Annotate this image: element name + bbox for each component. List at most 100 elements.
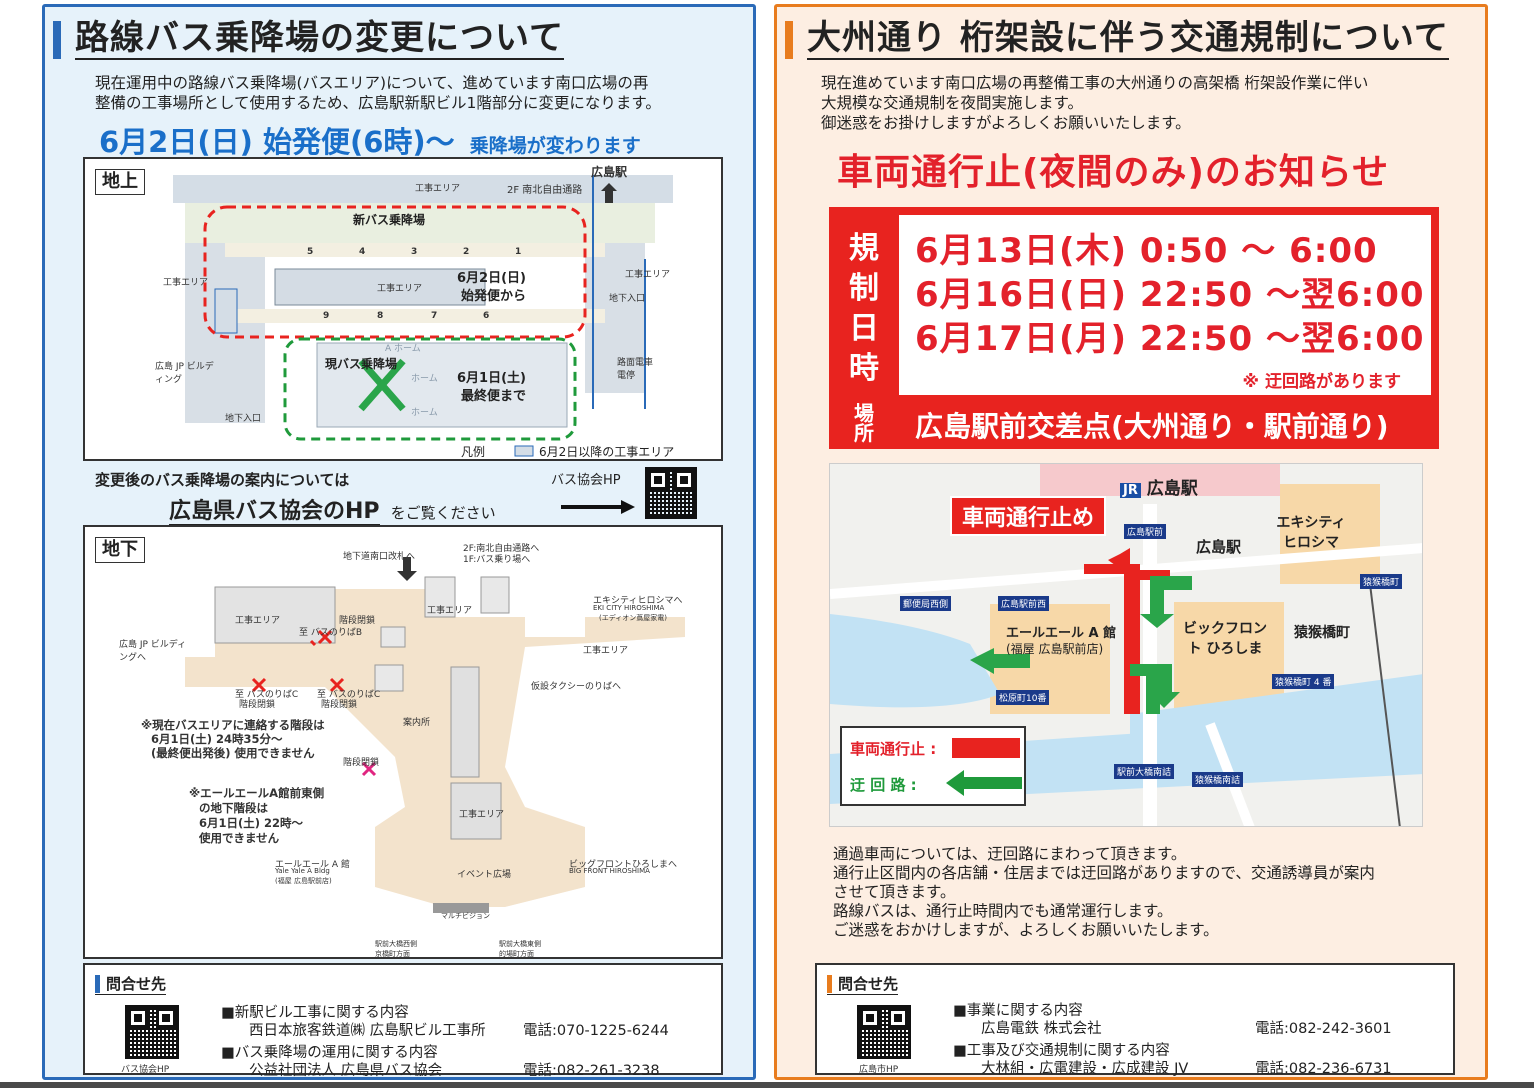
contact-phone[interactable]: 電話:082-242-3601 [1255, 1021, 1392, 1037]
place-label: 場所 [829, 403, 899, 443]
hp-notice-suffix: をご覧ください [390, 504, 496, 522]
date-heading: 6月2日(日) 始発便(6時)〜 [99, 125, 455, 159]
heading-marker [827, 974, 832, 993]
intro-line: 現在進めています南口広場の再整備工事の大州通りの高架橋 桁架設作業に伴い [821, 74, 1369, 92]
schedule-row: 6月16日(日) 22:50 〜翌6:00 [915, 275, 1425, 315]
work-area-label: 工事エリア [235, 616, 281, 626]
qr-label: 広島市HP [859, 1065, 899, 1075]
yale-stair-note: ※エールエールA館前東側 [189, 786, 325, 800]
contact-item-title: ■事業に関する内容 [953, 1003, 1083, 1019]
work-area-label: 工事エリア [427, 606, 473, 616]
bay-number: 1 [515, 247, 522, 257]
bus-association-hp-link[interactable]: 広島県バス協会のHP [169, 499, 380, 526]
right-contact-box: 問合せ先 広島市HP ■事業に関する内容 広島電鉄 株式会社 電話:082-24… [815, 963, 1455, 1077]
hp-label: バス協会HP [551, 473, 621, 488]
contact-org: 公益社団法人 広島県バス協会 [249, 1063, 443, 1079]
contact-org: 西日本旅客鉄道㈱ 広島駅ビル工事所 [249, 1023, 486, 1039]
left-contact-box: 問合せ先 バス協会HP ■新駅ビル工事に関する内容 西日本旅客鉄道㈱ 広島駅ビル… [83, 963, 723, 1079]
bus-association-qr-code[interactable] [645, 467, 697, 519]
south-gate-label: 地下道南口改札へ [343, 552, 416, 562]
heading-marker [95, 974, 100, 993]
qr-label: バス協会HP [121, 1065, 170, 1075]
yale-label: エールエール A 館 [1006, 626, 1117, 641]
info-desk-label: 案内所 [403, 718, 431, 728]
yale-sub-label: (福屋 広島駅前店) [1006, 642, 1104, 656]
new-stop-date: 始発便から [461, 289, 527, 304]
legend-detour-label: 迂 回 路 : [850, 776, 917, 794]
corridor-label: 2F 南北自由通路 [507, 185, 583, 196]
tram-stop-badge: 猿猴橋町 4 番 [1272, 674, 1335, 689]
yale-stair-note: の地下階段は [199, 801, 268, 815]
stair-closed-label: 階段閉鎖 [339, 616, 376, 626]
contact-org: 広島電鉄 株式会社 [981, 1021, 1102, 1037]
traffic-notes: 通過車両については、迂回路にまわって頂きます。 通行止区間内の各店舗・住居までは… [833, 845, 1375, 940]
contact-phone[interactable]: 電話:082-236-6731 [1255, 1061, 1392, 1077]
schedule-row: 6月17日(月) 22:50 〜翌6:00 [915, 319, 1425, 359]
stair-closed-label: 階段閉鎖 [239, 700, 276, 710]
work-area-label: 工事エリア [459, 810, 505, 820]
bigfront-direction: ビッグフロントひろしまへ [569, 860, 678, 870]
city-hp-qr-code[interactable] [857, 1005, 911, 1059]
traffic-restriction-panel: 大州通り 桁架設に伴う交通規制について 現在進めています南口広場の再整備工事の大… [774, 4, 1488, 1080]
closure-banner: 車両通行止め [950, 496, 1107, 536]
bay-number: 6 [483, 311, 490, 321]
to-bus-c-label: 至 バスのりばC [317, 690, 381, 700]
contact-item-title: ■新駅ビル工事に関する内容 [221, 1005, 409, 1021]
date-subheading: 乗降場が変わります [469, 135, 641, 157]
stair-closed-label: 階段閉鎖 [343, 758, 380, 768]
jr-station-label: JR 広島駅 [1120, 474, 1198, 499]
contact-item-title: ■バス乗降場の運用に関する内容 [221, 1045, 438, 1061]
note-line: ご迷惑をおかけしますが、よろしくお願いいたします。 [833, 921, 1219, 939]
stair-closure-note: (最終便出発後) 使用できません [151, 746, 315, 760]
platform-label: ホーム [411, 374, 438, 384]
bay-number: 8 [377, 311, 384, 321]
underground-entrance-label: 地下入口 [225, 414, 262, 424]
bay-number: 9 [323, 311, 330, 321]
tram-stop-badge: 広島駅前西 [998, 596, 1050, 611]
contact-phone[interactable]: 電話:070-1225-6244 [523, 1023, 669, 1039]
legend-closed-swatch [952, 738, 1020, 758]
underground-entrance-label: 地下入口 [609, 294, 646, 304]
title-marker [785, 20, 793, 59]
jp-building-direction: 広島 JP ビルディングへ [119, 640, 187, 663]
schedule-label-text: 規制日時 [849, 231, 879, 386]
left-title-text: 路線バス乗降場の変更について [75, 18, 564, 61]
contact-item-title: ■工事及び交通規制に関する内容 [953, 1043, 1170, 1059]
schedule-row: 6月13日(木) 0:50 〜 6:00 [915, 231, 1378, 271]
platform-label: ホーム [411, 408, 438, 418]
hp-notice-line: 変更後のバス乗降場の案内については [95, 471, 350, 489]
intro-line: 現在運用中の路線バス乗降場(バスエリア)について、進めています南口広場の再 [95, 74, 649, 92]
new-stop-date: 6月2日(日) [457, 271, 526, 286]
intro-line: 御迷惑をお掛けしますがよろしくお願いいたします。 [821, 114, 1191, 132]
detour-note: ※ 迂回路があります [1242, 372, 1401, 392]
ekicity-en: EKI CITY HIROSHIMA [593, 604, 665, 612]
bay-number: 2 [463, 247, 470, 257]
place-label-text: 場所 [854, 401, 874, 445]
station-label: 広島駅 [591, 165, 628, 179]
multivision-label: マルチビジョン [441, 912, 490, 920]
to-bus-c-label: 至 バスのりばC [235, 690, 299, 700]
restriction-map: JR 広島駅 車両通行止め エキシティ ヒロシマ 広島駅 広島駅前 猿猴橋町 猿… [829, 463, 1423, 827]
exit-east-label: 駅前大橋東側 的場町方面 [499, 940, 541, 958]
stair-closure-note: ※現在バスエリアに連絡する階段は [141, 718, 325, 732]
note-line: 通過車両については、迂回路にまわって頂きます。 [833, 845, 1187, 863]
hp-notice-row: 広島県バス協会のHP をご覧ください [169, 493, 496, 526]
ekicity-label: エキシティ ヒロシマ [1276, 515, 1346, 551]
bay-number: 7 [431, 311, 438, 321]
contact-phone[interactable]: 電話:082-261-3238 [523, 1063, 660, 1079]
stair-closure-note: 6月1日(土) 24時35分〜 [151, 732, 283, 746]
underground-map: 地下 地下道南口改札へ 2F:南北自由通路へ 1F:バス乗り場へ エキシティヒロ… [83, 525, 723, 959]
tram-stop-badge: 広島駅前 [1124, 524, 1167, 539]
bay-number: 3 [411, 247, 418, 257]
schedule-box: 規制日時 6月13日(木) 0:50 〜 6:00 6月16日(日) 22:50… [829, 207, 1439, 449]
legend-label: 凡例 [461, 445, 486, 459]
bus-association-qr-code[interactable] [125, 1005, 179, 1059]
stair-closed-label: 階段閉鎖 [321, 700, 358, 710]
yale-sub: (福屋 広島駅前店) [275, 877, 332, 885]
to-2f-label: 2F:南北自由通路へ [463, 544, 540, 554]
detour-arrow-icon [946, 770, 1022, 796]
schedule-label: 規制日時 [829, 229, 899, 389]
tram-stop-badge: 駅前大橋南詰 [1114, 764, 1175, 779]
work-area-label: 工事エリア [625, 270, 671, 280]
current-stop-label: 現バス乗降場 [325, 357, 398, 371]
